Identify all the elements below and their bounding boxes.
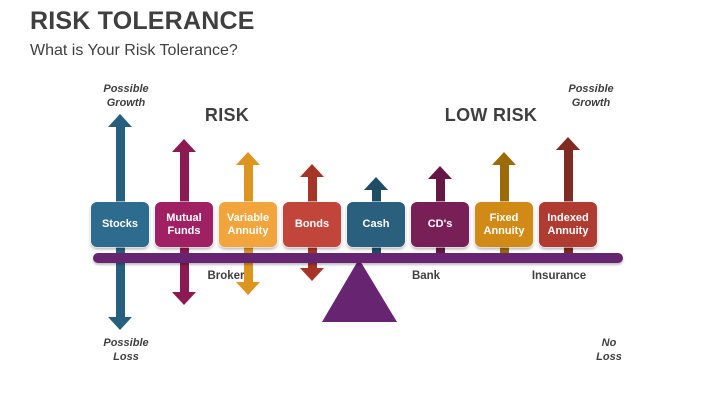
variable-annuity-up-arrow-head [236,152,260,165]
cd-s-box: CD's [411,202,469,247]
variable-annuity-down-arrow-shaft [243,255,253,283]
broker-label: Broker [207,270,245,282]
stocks-down-arrow-head [108,317,132,330]
bank-label: Bank [411,270,441,282]
mutual-funds-down-arrow-head [172,292,196,305]
cash-up-arrow-head [364,177,388,190]
cd-s-up-arrow-head [428,166,452,179]
cash-box: Cash [347,202,405,247]
variable-annuity-box: Variable Annuity [219,202,277,247]
stocks-up-arrow-shaft [115,126,125,258]
stocks-down-arrow-shaft [115,255,125,318]
indexed-annuity-up-arrow-head [556,137,580,150]
bonds-down-arrow-head [300,268,324,281]
mutual-funds-box: Mutual Funds [155,202,213,247]
low-risk-header: LOW RISK [444,105,538,125]
possible-growth-label-left: Possible Growth [103,83,149,110]
bonds-box: Bonds [283,202,341,247]
possible-loss-label: Possible Loss [103,337,149,364]
stocks-box: Stocks [91,202,149,247]
fixed-annuity-box: Fixed Annuity [475,202,533,247]
seesaw-beam [93,253,623,263]
possible-growth-label-right: Possible Growth [568,83,614,110]
page-subtitle: What is Your Risk Tolerance? [30,42,238,59]
risk-header: RISK [204,105,250,125]
variable-annuity-down-arrow-head [236,282,260,295]
fulcrum-triangle [322,259,397,322]
indexed-annuity-box: Indexed Annuity [539,202,597,247]
insurance-label: Insurance [531,270,587,282]
mutual-funds-down-arrow-shaft [179,255,189,293]
mutual-funds-up-arrow-head [172,139,196,152]
page-title: RISK TOLERANCE [30,7,255,35]
no-loss-label: No Loss [596,337,622,364]
bonds-up-arrow-head [300,164,324,177]
fixed-annuity-up-arrow-head [492,152,516,165]
stocks-up-arrow-head [108,114,132,127]
